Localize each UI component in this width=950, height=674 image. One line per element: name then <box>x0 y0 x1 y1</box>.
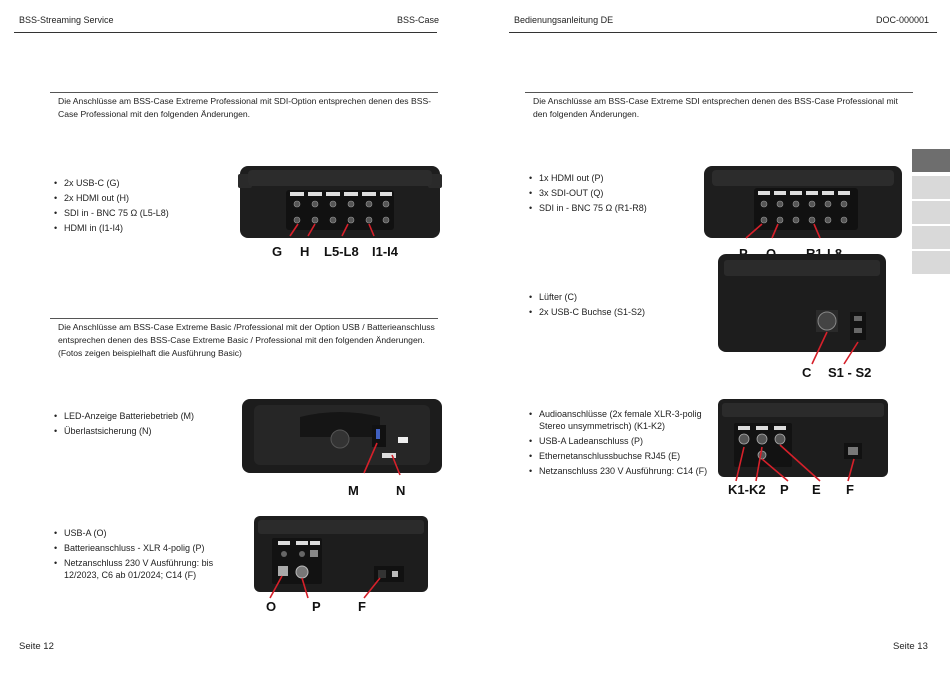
list-item: SDI in - BNC 75 Ω (L5-L8) <box>54 207 234 219</box>
callout-label: S1 - S2 <box>828 365 872 380</box>
case-photo-fan-side <box>718 254 886 365</box>
callout-label: C <box>802 365 812 380</box>
chapter-tab[interactable] <box>912 226 950 249</box>
callout-label: P <box>780 482 789 497</box>
list-item: SDI in - BNC 75 Ω (R1-R8) <box>529 202 699 214</box>
list-item: 1x HDMI out (P) <box>529 172 699 184</box>
callout-label: N <box>396 483 406 498</box>
section-rule <box>50 318 438 319</box>
case-photo-battery-side <box>254 516 428 599</box>
callout-label: P <box>312 599 321 614</box>
callout-label: I1-I4 <box>372 244 399 259</box>
chapter-tab[interactable] <box>912 201 950 224</box>
list-item: Audioanschlüsse (2x female XLR-3-polig S… <box>529 408 709 432</box>
callout-label: F <box>358 599 366 614</box>
list-item: Ethernetanschlussbuchse RJ45 (E) <box>529 450 709 462</box>
callout-label: K1-K2 <box>728 482 766 497</box>
bullet-list: Lüfter (C) 2x USB-C Buchse (S1-S2) <box>529 291 709 321</box>
header-rule <box>509 32 937 33</box>
header-left-doc: BSS-Case <box>397 15 440 25</box>
case-photo-battery-top <box>242 399 442 476</box>
list-item: HDMI in (I1-I4) <box>54 222 234 234</box>
list-item: Überlastsicherung (N) <box>54 425 234 437</box>
callout-label: O <box>266 599 277 614</box>
list-item: 3x SDI-OUT (Q) <box>529 187 699 199</box>
callout-label: P <box>739 246 748 261</box>
header-left-title: BSS-Streaming Service <box>19 15 114 25</box>
list-item: Lüfter (C) <box>529 291 709 303</box>
list-item: Netzanschluss 230 V Ausführung: C14 (F) <box>529 465 709 477</box>
case-photo-sdi-extreme <box>704 166 902 239</box>
chapter-tab-active[interactable] <box>912 149 950 172</box>
case-photo-audio-side <box>718 399 888 482</box>
callout-label: H <box>300 244 310 259</box>
list-item: USB-A (O) <box>54 527 214 539</box>
chapter-tab[interactable] <box>912 251 950 274</box>
list-item: 2x USB-C Buchse (S1-S2) <box>529 306 709 318</box>
section-rule <box>525 92 913 93</box>
bullet-list: USB-A (O) Batterieanschluss - XLR 4-poli… <box>54 527 214 584</box>
callout-label: Q <box>766 246 777 261</box>
callout-label: E <box>812 482 821 497</box>
header-right-title: Bedienungsanleitung DE <box>514 15 614 25</box>
section-intro: Die Anschlüsse am BSS-Case Extreme Profe… <box>58 96 432 119</box>
header-rule <box>14 32 437 33</box>
bullet-list: Audioanschlüsse (2x female XLR-3-polig S… <box>529 408 709 480</box>
list-item: LED-Anzeige Batteriebetrieb (M) <box>54 410 234 422</box>
bullet-list: LED-Anzeige Batteriebetrieb (M) Überlast… <box>54 410 234 440</box>
bullet-list: 2x USB-C (G) 2x HDMI out (H) SDI in - BN… <box>54 177 234 237</box>
section-rule <box>50 92 438 93</box>
callout-label: G <box>272 244 283 259</box>
chapter-tab[interactable] <box>912 176 950 199</box>
bullet-list: 1x HDMI out (P) 3x SDI-OUT (Q) SDI in - … <box>529 172 699 217</box>
callout-label: F <box>846 482 854 497</box>
page-number: Seite 13 <box>893 641 928 652</box>
section-intro: Die Anschlüsse am BSS-Case Extreme Basic… <box>58 322 435 358</box>
section-intro: Die Anschlüsse am BSS-Case Extreme SDI e… <box>533 96 898 119</box>
list-item: Netzanschluss 230 V Ausführung: bis 12/2… <box>54 557 214 581</box>
list-item: USB-A Ladeanschluss (P) <box>529 435 709 447</box>
callout-label: L5-L8 <box>324 244 359 259</box>
list-item: 2x USB-C (G) <box>54 177 234 189</box>
list-item: Batterieanschluss - XLR 4-polig (P) <box>54 542 214 554</box>
list-item: 2x HDMI out (H) <box>54 192 234 204</box>
header-right-doc: DOC-000001 <box>876 15 930 25</box>
page-number: Seite 12 <box>19 641 54 652</box>
case-photo-sdi-professional <box>238 166 442 238</box>
callout-label: M <box>348 483 359 498</box>
